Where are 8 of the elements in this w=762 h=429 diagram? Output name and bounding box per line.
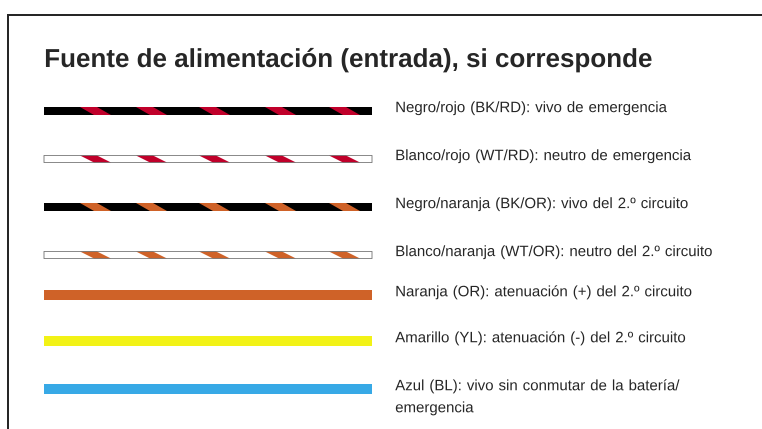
legend-text: Negro/naranja (BK/OR): vivo del 2.º circuito [396, 197, 688, 212]
legend-text: Azul (BL): vivo sin conmutar de la batería/ emergencia [395, 379, 680, 416]
legend-text: Negro/rojo (BK/RD): vivo de emergencia [396, 101, 667, 116]
legend-text: Naranja (OR): atenuación (+) del 2.º circuito [396, 285, 692, 300]
legend-text: Blanco/naranja (WT/OR): neutro del 2.º circuito [396, 245, 712, 260]
title: Fuente de alimentación (entrada), si corresponde [46, 48, 652, 72]
legend-text: Amarillo (YL): atenuación (-) del 2.º circuito [395, 331, 686, 346]
legend-text: Blanco/rojo (WT/RD): neutro de emergencia [396, 149, 692, 164]
